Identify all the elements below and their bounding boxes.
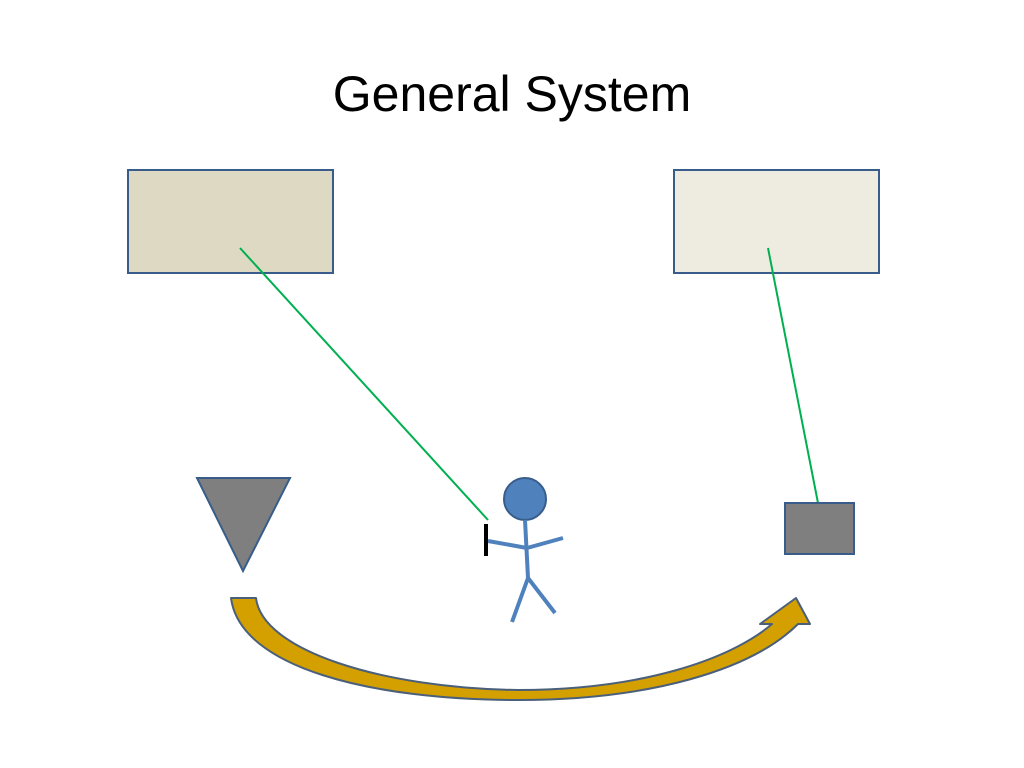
square-icon (784, 502, 855, 555)
figure-leg-right (526, 576, 557, 615)
figure-leg-left (510, 577, 530, 623)
left-connector-line (239, 247, 489, 521)
top-left-box (127, 169, 334, 274)
figure-arm-right (526, 536, 564, 550)
inverted-triangle-icon (195, 477, 292, 574)
stick-figure-icon (484, 477, 564, 623)
slide-title: General System (332, 66, 692, 122)
curved-arrow-icon (230, 597, 811, 701)
figure-arm-left (487, 539, 528, 550)
figure-head (503, 477, 547, 521)
right-connector-line (767, 247, 819, 504)
top-right-box (673, 169, 880, 274)
